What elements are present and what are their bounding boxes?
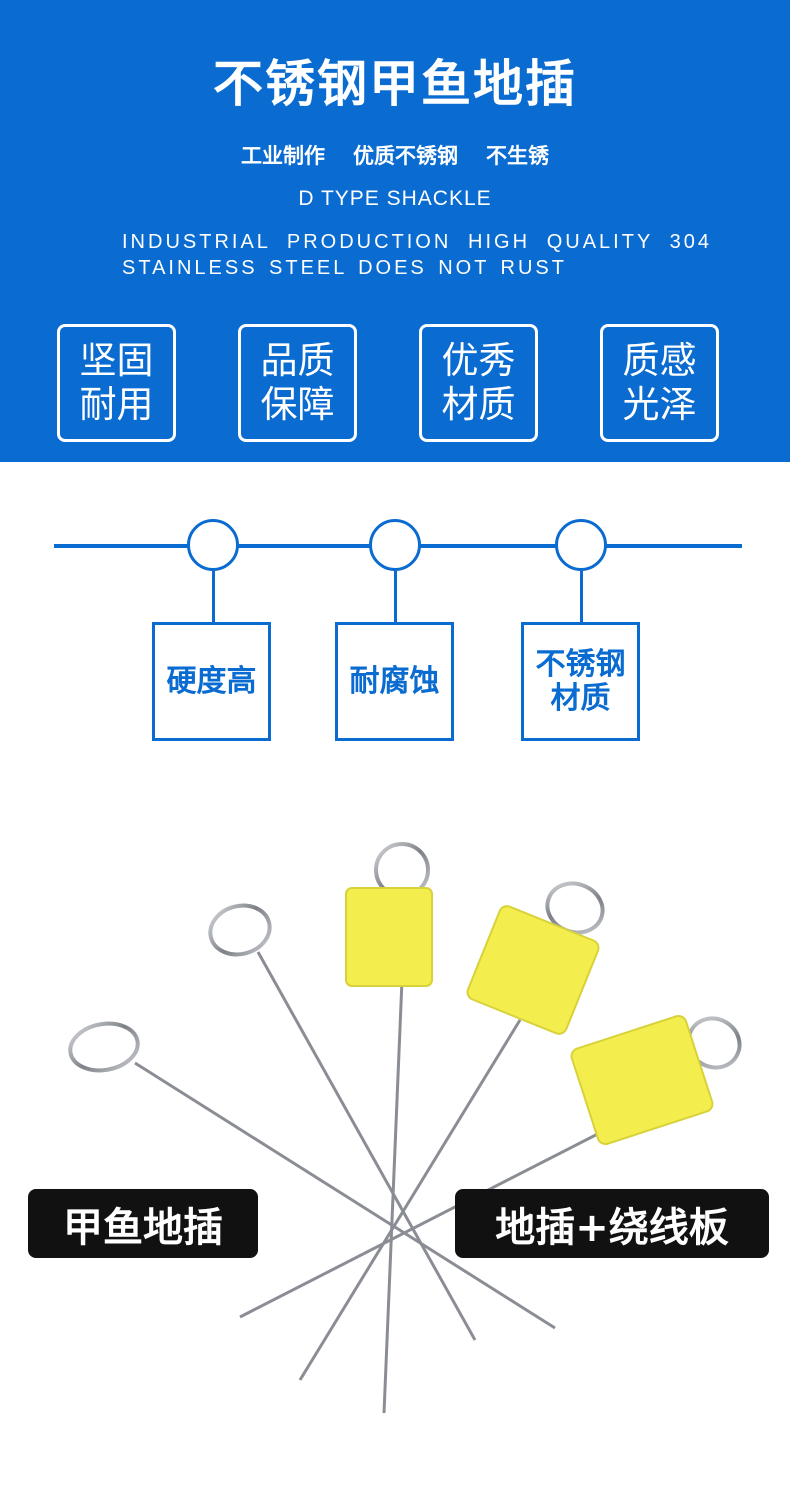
feature-badge-label: 优秀材质	[441, 339, 516, 426]
timeline-box-corrosion: 耐腐蚀	[335, 622, 454, 741]
ground-stake-plain-left	[68, 1021, 556, 1330]
timeline-box-label: 耐腐蚀	[349, 663, 440, 699]
hero-banner: 不锈钢甲鱼地插 工业制作 优质不锈钢 不生锈 D TYPE SHACKLE INDU…	[0, 0, 790, 462]
product-photo: 甲鱼地插 地插+绕线板	[0, 780, 790, 1491]
timeline-box-label: 不锈钢材质	[535, 646, 626, 716]
subtitle-item-rustproof: 不生锈	[486, 144, 549, 168]
timeline-box-label: 硬度高	[166, 663, 257, 699]
subtitle-item-industrial: 工业制作	[241, 144, 325, 168]
ground-stake-with-tile-top	[345, 842, 433, 1414]
product-illustration	[68, 842, 742, 1414]
feature-badge-label: 品质保障	[260, 339, 335, 426]
ground-stake-with-tile-right	[239, 1014, 742, 1319]
timeline-box-hardness: 硬度高	[152, 622, 271, 741]
feature-badge-luster: 质感光泽	[600, 324, 719, 442]
feature-badge-label: 质感光泽	[622, 339, 697, 426]
label-tag-stake-with-board: 地插+绕线板	[455, 1189, 769, 1258]
page-title: 不锈钢甲鱼地插	[213, 55, 577, 113]
english-description-line-1: INDUSTRIAL PRODUCTION HIGH QUALITY 304	[122, 231, 712, 253]
timeline-connector	[212, 571, 215, 623]
timeline-connector	[394, 571, 397, 623]
feature-timeline: 硬度高 耐腐蚀 不锈钢材质	[0, 462, 790, 762]
feature-badge-quality: 品质保障	[238, 324, 357, 442]
feature-badge-label: 坚固耐用	[79, 339, 154, 426]
subtitle-item-quality: 优质不锈钢	[353, 144, 458, 168]
ground-stake-with-tile-middle	[298, 881, 605, 1381]
timeline-connector	[580, 571, 583, 623]
feature-badge-durable: 坚固耐用	[57, 324, 176, 442]
ground-stake-plain-center	[208, 903, 477, 1341]
english-product-name: D TYPE SHACKLE	[298, 187, 492, 210]
timeline-node-circle	[187, 519, 239, 571]
english-description-line-2: STAINLESS STEEL DOES NOT RUST	[122, 257, 567, 279]
timeline-box-stainless: 不锈钢材质	[521, 622, 640, 741]
timeline-node-circle	[555, 519, 607, 571]
feature-badge-material: 优秀材质	[419, 324, 538, 442]
label-tag-stake: 甲鱼地插	[28, 1189, 258, 1258]
hero-subtitle: 工业制作 优质不锈钢 不生锈	[0, 140, 790, 170]
timeline-node-circle	[369, 519, 421, 571]
